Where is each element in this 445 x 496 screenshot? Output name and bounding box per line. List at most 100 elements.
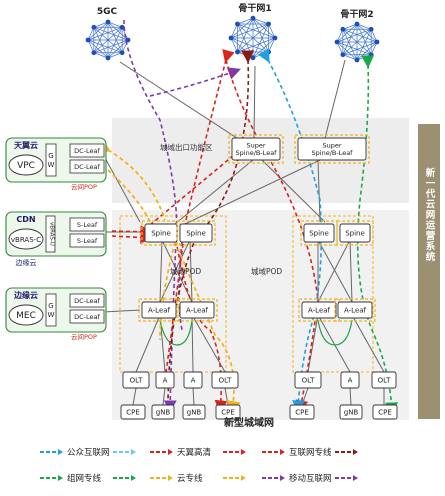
a-leaf-left-1-label: A-Leaf xyxy=(148,306,171,314)
legend-arrow xyxy=(353,449,358,455)
legend-item: 互联网专线 xyxy=(262,447,358,458)
mesh-node xyxy=(85,37,91,43)
super-spine-left-label: Spine/B-Leaf xyxy=(236,149,278,157)
legend-arrow xyxy=(280,449,285,455)
legend-arrow xyxy=(168,449,173,455)
cloud-tianyi-leaf-box xyxy=(69,159,105,174)
cpe-1[interactable]: CPE xyxy=(120,404,146,420)
spine-right-2[interactable]: Spine xyxy=(336,220,374,246)
gnb-2[interactable]: gNB xyxy=(182,404,206,420)
a-node-3-box xyxy=(340,371,360,389)
gnb-2-label: gNB xyxy=(187,408,202,416)
olt-4-box xyxy=(371,371,397,389)
mesh-link xyxy=(342,28,378,43)
legend-item: 组网专线 xyxy=(40,473,136,484)
cpe-1-label: CPE xyxy=(126,408,140,416)
cloud-cdn-leaf-box xyxy=(69,217,105,232)
olt-1[interactable]: OLT xyxy=(122,371,150,389)
olt-4[interactable]: OLT xyxy=(371,371,397,389)
mesh-link xyxy=(93,27,123,53)
mesh-node xyxy=(368,26,374,32)
gnb-3[interactable]: gNB xyxy=(339,404,363,420)
a-leaf-left-2-frame xyxy=(176,298,218,322)
mesh-node xyxy=(250,15,256,21)
a-leaf-right-2[interactable]: A-Leaf xyxy=(334,298,376,322)
spine-left-1[interactable]: Spine xyxy=(141,220,181,246)
olt-3[interactable]: OLT xyxy=(294,371,322,389)
a-leaf-left-1[interactable]: A-Leaf xyxy=(138,298,180,322)
zone-label-pod-right: 城域POD xyxy=(251,266,282,276)
side-panel-label: 新一代云网运营系统 xyxy=(424,167,437,262)
a-leaf-left-2-box xyxy=(179,301,215,319)
cloud-cdn-vbras-u xyxy=(45,215,56,253)
cpe-2[interactable]: CPE xyxy=(215,404,241,420)
a-node-3[interactable]: A xyxy=(340,371,360,389)
mesh-node xyxy=(119,50,125,56)
legend-item: 云专线 xyxy=(150,473,246,484)
cpe-4[interactable]: CPE xyxy=(372,404,398,420)
olt-2-box xyxy=(211,371,239,389)
zone-label-pod-left: 城域POD xyxy=(170,266,201,276)
cpe-2-box xyxy=(215,404,241,420)
legend-item: 移动互联网 xyxy=(262,473,358,484)
a-node-2[interactable]: A xyxy=(183,371,203,389)
a-node-1[interactable]: A xyxy=(155,371,175,389)
super-spine-right-label: Super xyxy=(322,141,341,149)
gnb-1-box xyxy=(151,404,175,420)
spine-right-1[interactable]: Spine xyxy=(300,220,338,246)
cloud-mec-leaf-box xyxy=(69,309,105,324)
legend-label: 云专线 xyxy=(177,473,203,484)
cloud-mec-leaf-box xyxy=(69,293,105,308)
cloud-mec-gw xyxy=(45,293,57,327)
mesh-link xyxy=(336,41,358,61)
mesh-node xyxy=(368,52,374,58)
gnb-1[interactable]: gNB xyxy=(151,404,175,420)
spine-left-2-label: Spine xyxy=(186,229,206,237)
mesh-node xyxy=(91,24,97,30)
spine-right-2-frame xyxy=(336,220,374,246)
cpe-3-label: CPE xyxy=(295,408,309,416)
a-leaf-left-2[interactable]: A-Leaf xyxy=(176,298,218,322)
cloud-cdn-title: CDN xyxy=(16,215,35,224)
legend-item: 天翼高清 xyxy=(150,447,246,458)
mesh-node xyxy=(105,19,111,25)
a-leaf-right-1[interactable]: A-Leaf xyxy=(298,298,340,322)
mesh-link xyxy=(107,52,123,59)
mesh-link xyxy=(342,29,358,61)
cloud-tianyi-pop-label: 云间POP xyxy=(71,183,97,191)
a-leaf-left-1-frame xyxy=(138,298,180,322)
super-spine-left-frame xyxy=(228,134,284,164)
a-leaf-right-1-label: A-Leaf xyxy=(308,306,331,314)
super-spine-right-frame xyxy=(294,134,370,164)
a-leaf-right-2-label: A-Leaf xyxy=(344,306,367,314)
cloud-cdn-vbras-u-label: vBRAS-U xyxy=(49,222,55,246)
a-node-1-label: A xyxy=(163,376,168,384)
solid-links xyxy=(103,59,385,406)
olt-1-box xyxy=(122,371,150,389)
spine-left-2[interactable]: Spine xyxy=(176,220,216,246)
spine-left-2-frame xyxy=(176,220,216,246)
legend-arrow xyxy=(280,475,285,481)
mesh-link xyxy=(252,17,269,25)
olt-2[interactable]: OLT xyxy=(211,371,239,389)
spine-left-2-box xyxy=(179,223,213,243)
a-node-2-label: A xyxy=(191,376,196,384)
cpe-3[interactable]: CPE xyxy=(289,404,315,420)
a-node-3-label: A xyxy=(348,376,353,384)
legend-item: 公众互联网 xyxy=(40,448,136,458)
mesh-link xyxy=(230,23,238,39)
mesh-link xyxy=(342,29,372,55)
mesh-link xyxy=(356,23,372,30)
super-spine-left-label: Super xyxy=(246,141,265,149)
gnb-2-box xyxy=(182,404,206,420)
cloud-tianyi-inner-cloud xyxy=(8,154,44,176)
a-leaf-left-2-label: A-Leaf xyxy=(186,306,209,314)
mesh-link xyxy=(237,17,254,25)
